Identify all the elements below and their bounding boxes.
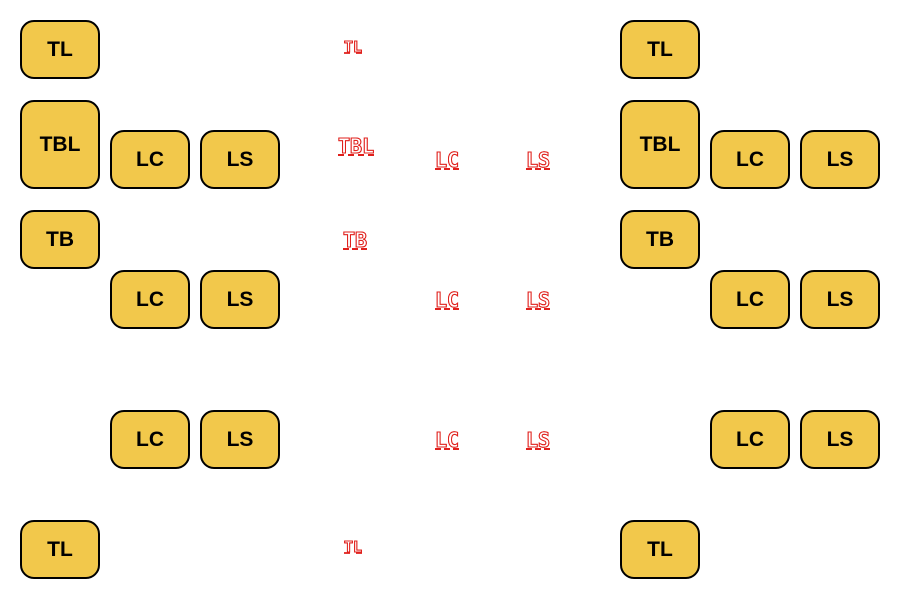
box-tl-right-top: TL <box>620 20 700 79</box>
glyph-tbl: TBL <box>337 134 375 158</box>
glyph-lc-row3: LC <box>434 428 460 452</box>
box-lc-left-row2: LC <box>110 270 190 329</box>
box-label: LC <box>136 287 164 311</box>
box-label: LC <box>136 147 164 171</box>
glyph-lc-row2: LC <box>434 288 460 312</box>
box-ls-left-row3: LS <box>200 410 280 469</box>
box-label: LS <box>826 427 854 451</box>
box-ls-right-row1: LS <box>800 130 880 189</box>
box-ls-right-row3: LS <box>800 410 880 469</box>
box-label: LC <box>136 427 164 451</box>
box-ls-left-row1: LS <box>200 130 280 189</box>
box-label: LS <box>226 427 254 451</box>
box-label: LC <box>736 147 764 171</box>
box-tl-left-bottom: TL <box>20 520 100 579</box>
box-lc-right-row2: LC <box>710 270 790 329</box>
box-label: LS <box>826 147 854 171</box>
glyph-tl-top: TL <box>343 38 363 56</box>
glyph-tl-bottom: TL <box>343 538 363 556</box>
box-label: TBL <box>639 132 681 156</box>
box-tbl-left: TBL <box>20 100 100 189</box>
box-tl-left-top: TL <box>20 20 100 79</box>
box-tl-right-bottom: TL <box>620 520 700 579</box>
box-tb-left: TB <box>20 210 100 269</box>
box-label: TB <box>646 227 674 251</box>
box-label: TL <box>647 37 673 61</box>
box-tbl-right: TBL <box>620 100 700 189</box>
box-label: LS <box>226 287 254 311</box>
box-label: TL <box>47 37 73 61</box>
glyph-ls-row2: LS <box>525 288 551 312</box>
box-label: LC <box>736 287 764 311</box>
box-label: TL <box>47 537 73 561</box>
glyph-ls-row1: LS <box>525 148 551 172</box>
box-label: LC <box>736 427 764 451</box>
box-label: LS <box>226 147 254 171</box>
box-ls-right-row2: LS <box>800 270 880 329</box>
glyph-tb: TB <box>342 228 368 252</box>
box-lc-right-row1: LC <box>710 130 790 189</box>
box-label: LS <box>826 287 854 311</box>
box-label: TBL <box>39 132 81 156</box>
glyph-ls-row3: LS <box>525 428 551 452</box>
box-lc-right-row3: LC <box>710 410 790 469</box>
glyph-lc-row1: LC <box>434 148 460 172</box>
box-ls-left-row2: LS <box>200 270 280 329</box>
box-label: TB <box>46 227 74 251</box>
box-lc-left-row3: LC <box>110 410 190 469</box>
box-lc-left-row1: LC <box>110 130 190 189</box>
box-label: TL <box>647 537 673 561</box>
box-tb-right: TB <box>620 210 700 269</box>
